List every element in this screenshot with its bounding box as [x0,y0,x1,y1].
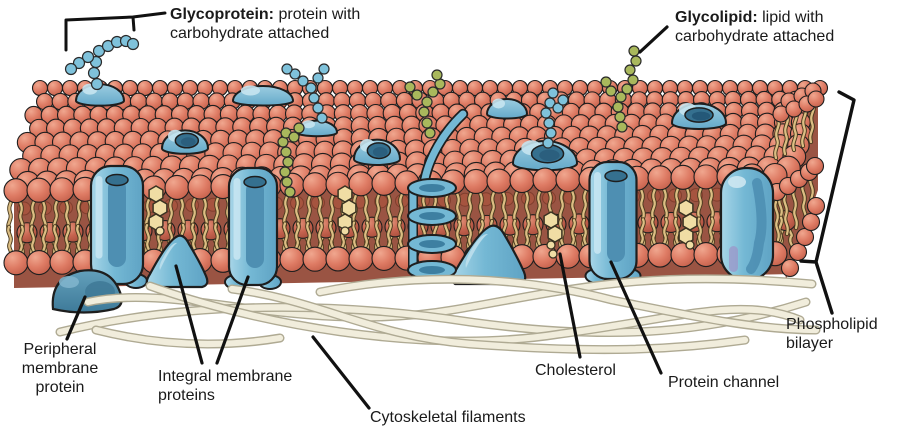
integral-protein-triangle-left [145,234,209,289]
leader-protein-channel [609,260,663,375]
glycolipid-chain-labeled [600,45,642,133]
label-cytoskeletal-filaments: Cytoskeletal filaments [370,409,526,426]
label-glycoprotein: Glycoprotein: protein with carbohydrate … [170,5,382,43]
protein-channel-left [86,164,148,289]
leader-glycolipid [638,25,669,54]
bracket-glycoprotein [64,11,167,52]
cholesterol-molecule [337,185,357,236]
surface-protein-dome [352,138,402,166]
surface-protein-dome [160,129,210,155]
membrane-right-face [767,82,826,278]
glycolipid-desc: lipid with carbohydrate attached [675,9,835,45]
glycolipid-chain-left [277,122,305,198]
glycoprotein-chain-2 [281,63,330,124]
cholesterol-molecule [543,211,563,259]
bracket-phospholipid-bilayer [799,90,856,315]
cholesterol-molecule [148,185,168,236]
leader-cytoskeletal [311,335,371,410]
cytoskeletal-filaments [55,274,821,355]
leader-peripheral [65,295,87,341]
surface-protein-dome [231,85,295,107]
leader-lines [64,11,856,410]
protein-channel-left-2 [224,166,282,290]
glycoprotein-term: Glycoprotein: [170,6,275,23]
label-peripheral-membrane-protein: Peripheral membrane protein [21,341,99,396]
surface-protein-dome [485,98,529,120]
leader-cholesterol [558,252,582,359]
label-integral-membrane-proteins: Integral membrane proteins [158,368,293,404]
glycolipid-term: Glycolipid: [675,9,758,26]
label-protein-channel: Protein channel [668,374,780,391]
glycolipid-chain-mid [404,69,446,139]
cholesterol-molecule [678,199,698,250]
leader-integral-1 [174,264,204,365]
surface-protein-dome [511,140,579,172]
surface-protein-dome [295,119,339,138]
label-cholesterol: Cholesterol [535,362,616,379]
surface-protein-dome [670,102,728,130]
label-glycolipid: Glycolipid: lipid with carbohydrate atta… [675,8,835,46]
glycoprotein-desc: protein with carbohydrate attached [170,6,361,42]
glycoprotein-chain-3 [540,87,569,149]
label-phospholipid-bilayer: Phospholipid bilayer [786,316,878,352]
leader-integral-2 [215,275,250,365]
integral-protein-capsule [719,166,775,282]
glycoprotein-chain [64,34,140,91]
